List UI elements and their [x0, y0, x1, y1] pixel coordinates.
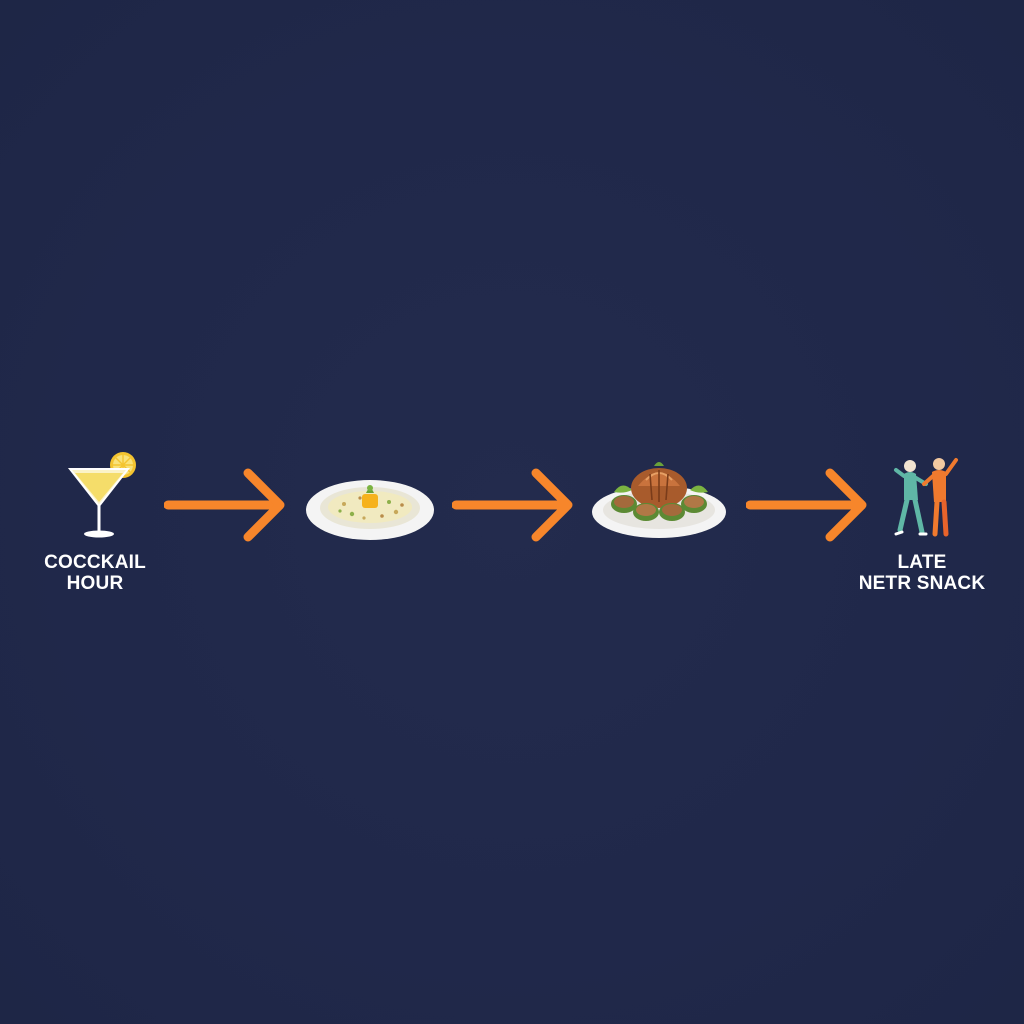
stage-cocktail-hour: [66, 450, 140, 542]
flow-arrow-1: [164, 468, 285, 542]
stage-main-course: [590, 456, 730, 542]
caption-line-2: HOUR: [66, 573, 124, 594]
flow-arrow-3: [746, 468, 867, 542]
stage-caption-cocktail-hour: COCCKAIL HOUR: [30, 552, 160, 594]
appetizer-plate-icon: [306, 480, 434, 540]
caption-line-1: LATE: [897, 552, 947, 573]
stage-late-night-snack: [892, 452, 964, 540]
caption-line-2: NЕTR SNACK: [858, 573, 986, 594]
dancing-couple-icon: [894, 458, 958, 537]
stage-caption-late-night-snack: LATE NЕTR SNACK: [852, 552, 992, 594]
cocktail-glass-icon: [67, 452, 136, 538]
stage-appetizer: [304, 474, 436, 542]
flow-arrow-2: [452, 468, 573, 542]
main-course-plate-icon: [592, 462, 726, 538]
caption-line-1: COCCKAIL: [44, 552, 146, 573]
